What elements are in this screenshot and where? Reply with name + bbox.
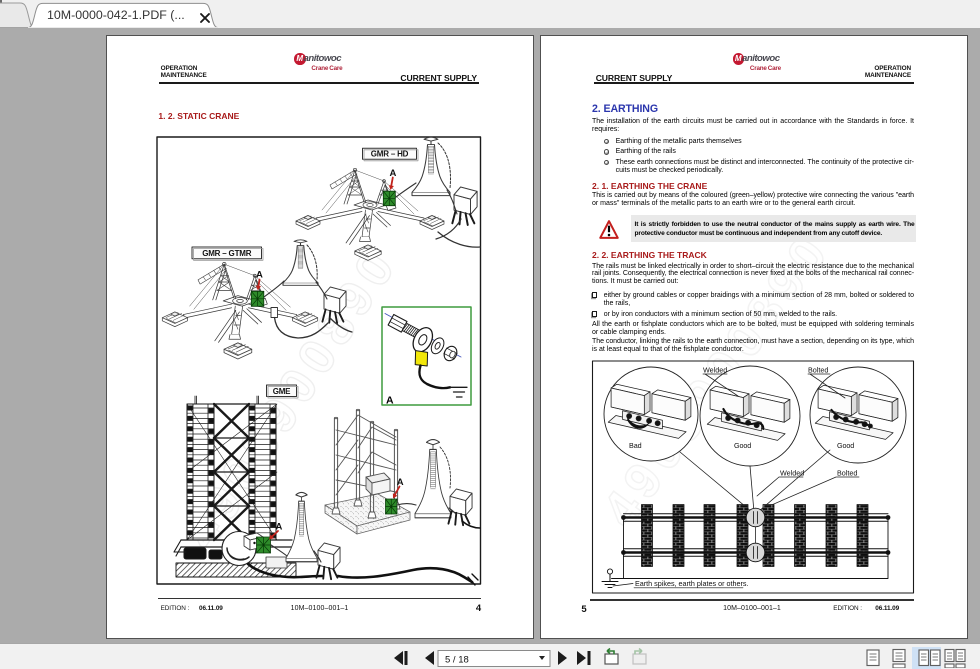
svg-text:5 / 18: 5 / 18 xyxy=(445,655,469,666)
svg-text:Good: Good xyxy=(837,441,854,450)
svg-text:GME: GME xyxy=(273,387,291,396)
svg-text:Bolted: Bolted xyxy=(808,366,828,375)
svg-text:A: A xyxy=(276,522,283,533)
svg-text:GMR – HD: GMR – HD xyxy=(371,150,409,159)
svg-text:A: A xyxy=(390,168,397,179)
svg-text:Bad: Bad xyxy=(629,441,642,450)
svg-text:Earth spikes, earth plates or: Earth spikes, earth plates or others. xyxy=(635,579,748,588)
svg-text:Welded: Welded xyxy=(780,469,804,478)
svg-text:GMR – GTMR: GMR – GTMR xyxy=(202,249,252,258)
svg-text:Welded: Welded xyxy=(703,366,727,375)
svg-text:A: A xyxy=(256,270,263,281)
svg-text:Bolted: Bolted xyxy=(837,469,857,478)
svg-text:A: A xyxy=(386,395,394,407)
svg-text:Good: Good xyxy=(734,441,751,450)
svg-text:A: A xyxy=(397,477,404,488)
